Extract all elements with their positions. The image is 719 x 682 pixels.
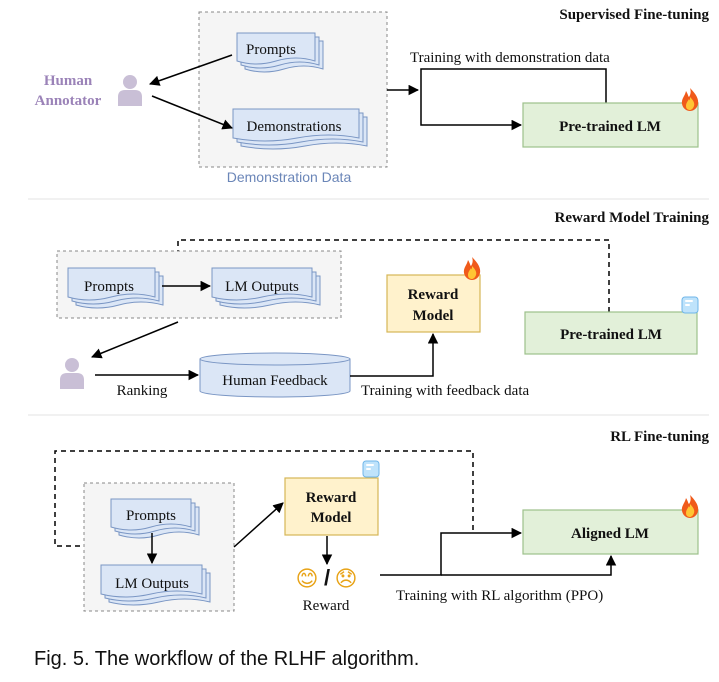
prompts-doc-sft: Prompts bbox=[236, 32, 324, 73]
arrow-outputs-to-reward-rl bbox=[233, 502, 284, 548]
aligned-lm-box bbox=[522, 509, 699, 555]
aligned-lm-label: Aligned LM bbox=[571, 526, 649, 542]
reward-score-label: Reward bbox=[303, 598, 350, 614]
demonstrations-label: Demonstrations bbox=[247, 119, 342, 135]
happy-face-icon: 😊 bbox=[296, 566, 319, 591]
ice-icon-rl bbox=[362, 460, 380, 478]
arrow-prompts-to-annotator bbox=[149, 54, 233, 86]
connector-sft-training bbox=[420, 68, 607, 131]
pretrained-lm-label-rm: Pre-trained LM bbox=[560, 327, 662, 343]
lm-outputs-label-rm: LM Outputs bbox=[225, 279, 299, 295]
reward-model-label-rl-line1: Reward bbox=[306, 490, 357, 506]
pretrained-lm-box-sft bbox=[522, 102, 699, 148]
lm-outputs-label-rl: LM Outputs bbox=[115, 576, 189, 592]
arrow-annotator-to-demonstrations bbox=[151, 95, 233, 130]
section-title-rl: RL Fine-tuning bbox=[610, 429, 709, 445]
edge-label-rm: Training with feedback data bbox=[361, 383, 529, 399]
demonstrations-doc: Demonstrations bbox=[232, 108, 368, 150]
human-feedback-database: Human Feedback bbox=[199, 352, 351, 398]
sad-face-icon: 😞 bbox=[335, 566, 358, 591]
flame-icon-sft bbox=[681, 88, 699, 111]
human-annotator-icon bbox=[118, 75, 142, 106]
section-title-rm: Reward Model Training bbox=[555, 210, 710, 226]
lm-outputs-doc-rm: LM Outputs bbox=[211, 267, 321, 309]
reward-model-label-rl-line2: Model bbox=[311, 510, 352, 526]
prompts-doc-rm: Prompts bbox=[67, 267, 164, 309]
pretrained-lm-label-sft: Pre-trained LM bbox=[559, 119, 661, 135]
prompts-doc-rl: Prompts bbox=[110, 498, 200, 539]
arrow-feedback-to-reward bbox=[350, 332, 439, 377]
human-feedback-label: Human Feedback bbox=[222, 373, 328, 389]
prompts-label-sft: Prompts bbox=[246, 42, 296, 58]
lm-outputs-doc-rl: LM Outputs bbox=[100, 564, 211, 606]
pretrained-lm-box-rm bbox=[524, 311, 698, 355]
flame-icon-rl bbox=[681, 495, 699, 518]
reward-model-box-rl bbox=[284, 477, 379, 536]
slash-separator: / bbox=[324, 565, 330, 590]
edge-label-sft: Training with demonstration data bbox=[410, 50, 610, 66]
section-title-sft: Supervised Fine-tuning bbox=[559, 7, 709, 23]
prompts-label-rl: Prompts bbox=[126, 508, 176, 524]
reward-model-label-rm-line1: Reward bbox=[408, 287, 459, 303]
arrow-rl-training-in bbox=[441, 554, 617, 576]
demonstration-data-label: Demonstration Data bbox=[227, 169, 352, 185]
arrow-outputs-to-human-rm bbox=[91, 321, 179, 359]
reward-model-label-rm-line2: Model bbox=[413, 308, 454, 324]
ranking-label: Ranking bbox=[117, 383, 168, 399]
prompts-label-rm: Prompts bbox=[84, 279, 134, 295]
figure-caption: Fig. 5. The workflow of the RLHF algorit… bbox=[34, 648, 420, 670]
human-icon-rm bbox=[60, 358, 84, 389]
reward-model-box-rm bbox=[386, 274, 481, 333]
connector-rl-training bbox=[380, 527, 523, 576]
flame-icon-rm bbox=[463, 257, 481, 280]
edge-label-rl: Training with RL algorithm (PPO) bbox=[396, 588, 603, 604]
ice-icon-rm bbox=[681, 296, 699, 314]
human-annotator-label-line2: Annotator bbox=[35, 93, 102, 109]
human-annotator-label-line1: Human bbox=[44, 73, 93, 89]
